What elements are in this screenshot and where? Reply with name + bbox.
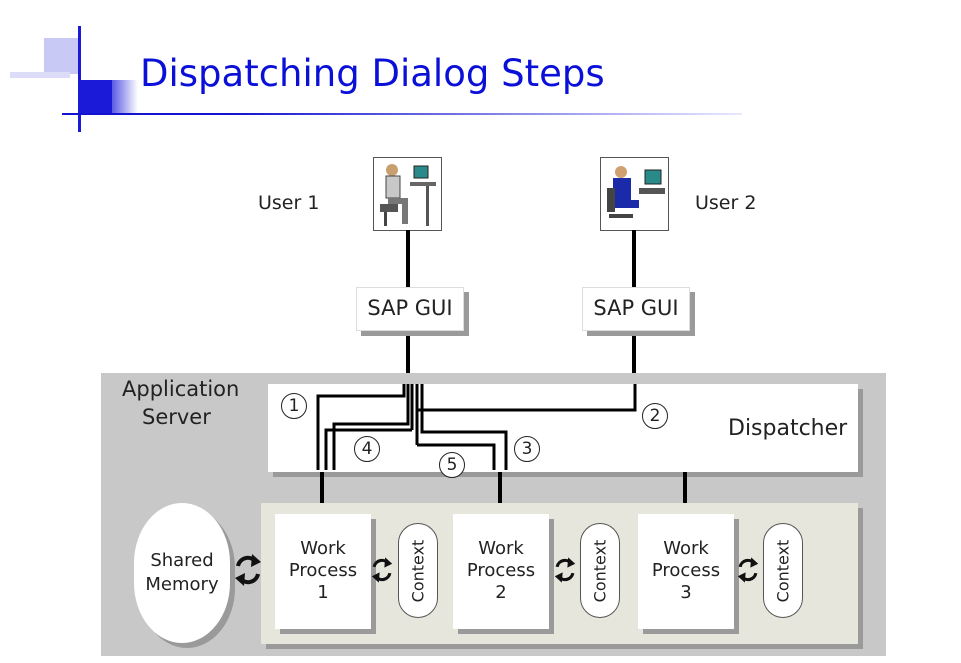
- wp-number: 2: [495, 582, 507, 603]
- user-workstation-icon: [373, 157, 442, 231]
- wp-number: 1: [317, 582, 329, 603]
- page-title: Dispatching Dialog Steps: [140, 52, 605, 95]
- work-process-1: Work Process 1: [275, 514, 371, 629]
- connector: [406, 230, 410, 288]
- step-3: 3: [514, 436, 540, 462]
- shared-memory-line-1: Shared: [150, 550, 214, 571]
- context-label: Context: [590, 539, 610, 602]
- step-1: 1: [281, 393, 307, 419]
- exchange-arrows-icon: [235, 554, 261, 586]
- dispatcher-label: Dispatcher: [728, 416, 848, 441]
- step-4: 4: [354, 436, 380, 462]
- step-2: 2: [642, 403, 668, 429]
- shared-memory-line-2: Memory: [145, 574, 219, 595]
- exchange-arrows-icon: [371, 557, 393, 583]
- shared-memory: Shared Memory: [134, 503, 230, 643]
- work-process-2: Work Process 2: [453, 514, 549, 629]
- context-label: Context: [408, 539, 428, 602]
- wp-line-1: Work: [663, 538, 709, 559]
- user-1-label: User 1: [258, 192, 320, 214]
- sap-gui-box-1: SAP GUI: [356, 287, 464, 331]
- app-server-label-2: Server: [142, 405, 211, 429]
- sap-gui-box-2: SAP GUI: [582, 287, 690, 331]
- wp-line-1: Work: [478, 538, 524, 559]
- context-1: Context: [398, 523, 438, 618]
- connector: [632, 336, 636, 386]
- wp-line-2: Process: [466, 560, 536, 581]
- work-process-3: Work Process 3: [638, 514, 734, 629]
- wp-line-2: Process: [288, 560, 358, 581]
- user-workstation-icon: [600, 157, 669, 231]
- user-2-label: User 2: [695, 192, 757, 214]
- connector: [632, 230, 636, 288]
- wp-line-1: Work: [300, 538, 346, 559]
- title-underline: [62, 113, 742, 115]
- wp-line-2: Process: [651, 560, 721, 581]
- wp-number: 3: [680, 582, 692, 603]
- context-2: Context: [580, 523, 620, 618]
- context-label: Context: [773, 539, 793, 602]
- connector: [406, 336, 410, 386]
- context-3: Context: [763, 523, 803, 618]
- app-server-label-1: Application: [122, 377, 240, 401]
- exchange-arrows-icon: [554, 557, 576, 583]
- step-5: 5: [439, 452, 465, 478]
- exchange-arrows-icon: [737, 557, 759, 583]
